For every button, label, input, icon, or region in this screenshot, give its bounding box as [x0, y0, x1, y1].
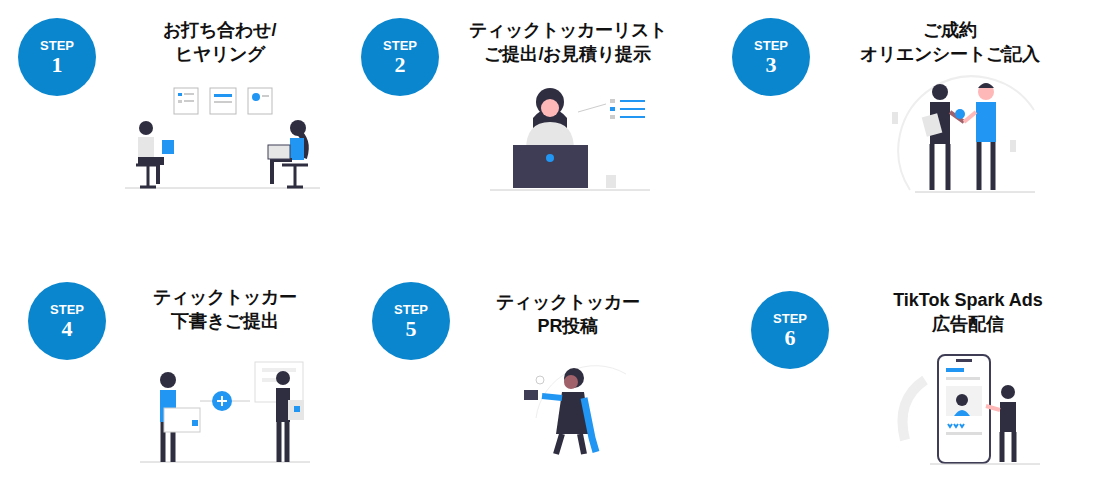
- step-node: STEP6TikTok Spark Ads 広告配信: [751, 291, 829, 369]
- step-number: 6: [785, 326, 796, 350]
- step-circle: STEP5: [372, 282, 450, 360]
- step-node: STEP2ティックトッカーリスト ご提出/お見積り提示: [361, 18, 439, 96]
- step-circle: STEP6: [751, 291, 829, 369]
- post-illustration: [524, 366, 626, 454]
- step-label: STEP: [394, 302, 428, 317]
- step-node: STEP1お打ち合わせ/ ヒヤリング: [18, 18, 96, 96]
- step-circle: STEP1: [18, 18, 96, 96]
- step-number: 2: [395, 53, 406, 77]
- estimate-illustration: [490, 88, 650, 190]
- step-label: STEP: [383, 38, 417, 53]
- step-node: STEP5ティックトッカー PR投稿: [372, 282, 450, 360]
- step-label: STEP: [754, 38, 788, 53]
- contract-illustration: [892, 76, 1035, 192]
- step-title: TikTok Spark Ads 広告配信: [868, 288, 1068, 336]
- step-circle: STEP3: [732, 18, 810, 96]
- step-label: STEP: [40, 38, 74, 53]
- ad-illustration: [903, 355, 1041, 464]
- step-title: ティックトッカー PR投稿: [483, 290, 653, 338]
- step-circle: STEP4: [28, 282, 106, 360]
- step-title: ティックトッカー 下書きご提出: [140, 285, 310, 333]
- meeting-illustration: [125, 88, 320, 188]
- step-number: 4: [62, 317, 73, 341]
- step-label: STEP: [773, 311, 807, 326]
- step-label: STEP: [50, 302, 84, 317]
- step-title: お打ち合わせ/ ヒヤリング: [145, 18, 295, 66]
- step-number: 1: [52, 53, 63, 77]
- step-number: 3: [766, 53, 777, 77]
- step-node: STEP4ティックトッカー 下書きご提出: [28, 282, 106, 360]
- step-number: 5: [406, 317, 417, 341]
- draft-illustration: [140, 362, 310, 462]
- step-title: ご成約 オリエンシートご記入: [850, 18, 1050, 66]
- step-node: STEP3ご成約 オリエンシートご記入: [732, 18, 810, 96]
- step-circle: STEP2: [361, 18, 439, 96]
- step-title: ティックトッカーリスト ご提出/お見積り提示: [456, 18, 681, 66]
